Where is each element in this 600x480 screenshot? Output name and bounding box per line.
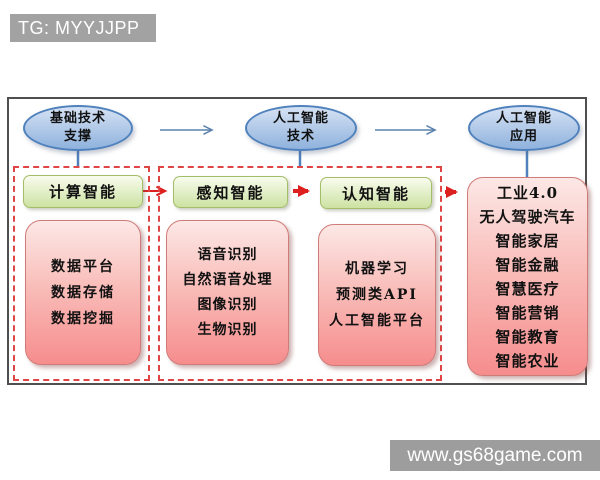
top-node-label-line1: 人工智能 [495, 110, 552, 126]
stage-item: 数据挖掘 [51, 310, 115, 327]
stage-item: 数据平台 [51, 258, 115, 275]
top-node-label-line2: 支撑 [63, 129, 92, 144]
top-node-technology: 人工智能 技术 [245, 105, 357, 151]
application-item: 智能家居 [495, 231, 560, 250]
top-node-label-line2: 技术 [286, 129, 315, 144]
stage-header-label: 感知智能 [196, 183, 265, 202]
stage-item: 自然语音处理 [182, 271, 273, 288]
stage-header-cognition: 认知智能 [320, 177, 432, 209]
stage-item: 语音识别 [197, 246, 258, 263]
stage-card-perception: 语音识别 自然语音处理 图像识别 生物识别 [166, 220, 289, 365]
application-item: 智能金融 [495, 255, 560, 274]
stage-item: 机器学习 [345, 261, 409, 277]
stage-item: 预测类API [336, 287, 418, 303]
stage-item: 人工智能平台 [329, 313, 425, 329]
application-item: 智能营销 [495, 303, 560, 322]
stage-item: 数据存储 [51, 284, 115, 301]
application-item: 工业4.0 [496, 183, 559, 202]
top-node-label-line1: 基础技术 [49, 110, 106, 126]
site-watermark-bar: www.gs68game.com [390, 440, 600, 471]
application-item: 智能教育 [495, 327, 560, 346]
stage-header-computing: 计算智能 [23, 175, 143, 208]
top-node-label-line1: 人工智能 [272, 110, 329, 126]
application-item: 智慧医疗 [495, 279, 560, 298]
application-item: 智能农业 [495, 351, 560, 370]
stage-group-computing [13, 166, 150, 381]
stage-card-computing: 数据平台 数据存储 数据挖掘 [25, 220, 141, 365]
stage-header-label: 认知智能 [341, 184, 410, 203]
stage-group-perception-cognition [158, 166, 442, 381]
top-node-foundation: 基础技术 支撑 [23, 105, 133, 151]
tg-watermark-bar: TG: MYYJJPP [10, 14, 156, 42]
stage-item: 生物识别 [197, 321, 258, 338]
applications-card: 工业4.0 无人驾驶汽车 智能家居 智能金融 智慧医疗 智能营销 智能教育 智能… [467, 177, 588, 376]
stage-header-label: 计算智能 [48, 183, 117, 201]
top-node-application: 人工智能 应用 [468, 105, 580, 151]
tg-watermark-label: TG: MYYJJPP [18, 17, 140, 38]
stage-item: 图像识别 [197, 296, 258, 313]
stage-card-cognition: 机器学习 预测类API 人工智能平台 [318, 224, 436, 366]
application-item: 无人驾驶汽车 [479, 207, 576, 226]
top-node-label-line2: 应用 [509, 129, 538, 144]
site-watermark-label: www.gs68game.com [407, 444, 583, 466]
stage-header-perception: 感知智能 [173, 176, 288, 208]
